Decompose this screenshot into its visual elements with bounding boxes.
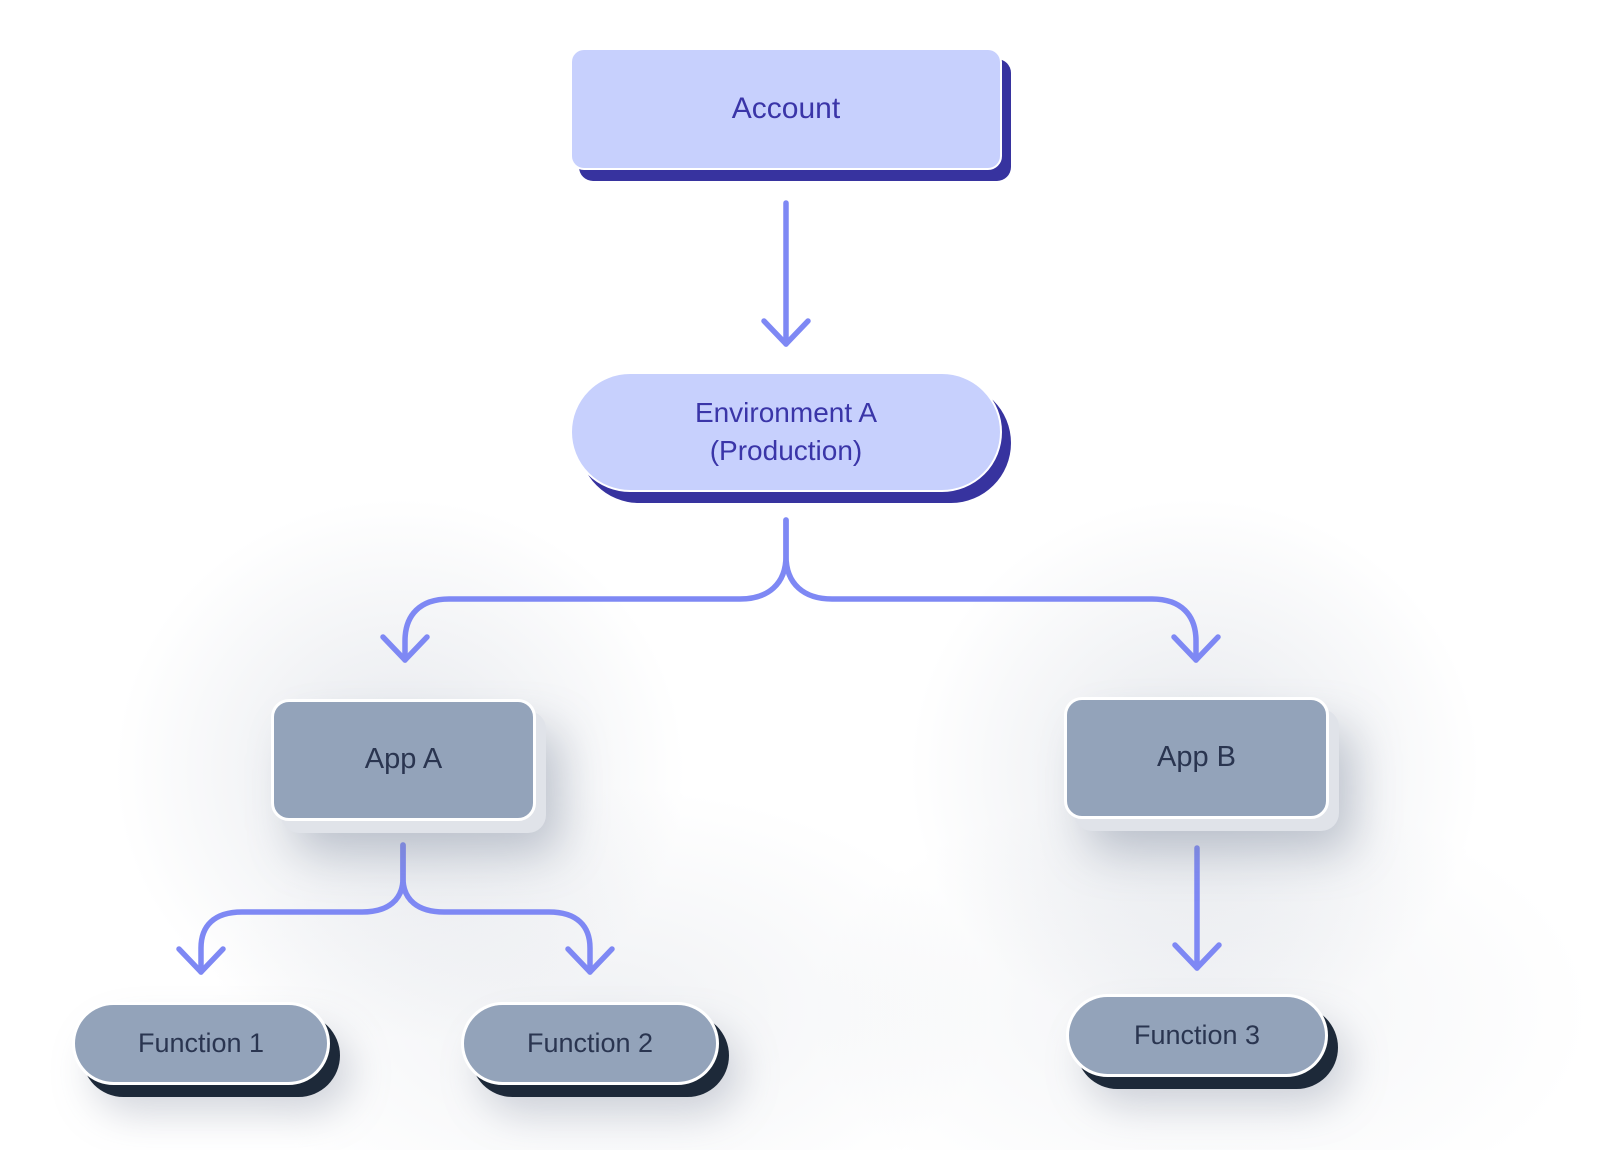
arrowhead-icon (1171, 634, 1221, 663)
node-account: Account (570, 48, 1002, 170)
edge-app-b-function-3 (1172, 845, 1222, 971)
arrowhead-icon (380, 634, 430, 663)
edge-line (198, 842, 406, 975)
arrowhead-icon (1172, 942, 1222, 971)
node-sublabel: (Production) (709, 435, 863, 466)
node-label: Function 3 (1133, 1020, 1261, 1051)
node-function-3: Function 3 (1066, 994, 1328, 1077)
edge-environment-app-a (380, 517, 789, 663)
node-label: Function 2 (526, 1028, 654, 1059)
node-environment: Environment A (Production) (570, 372, 1002, 492)
node-label: App A (364, 743, 443, 776)
arrowhead-icon (761, 318, 811, 347)
node-app-b: App B (1064, 697, 1329, 819)
edge-line (400, 842, 593, 975)
edge-environment-app-b (783, 517, 1221, 663)
arrowhead-icon (565, 946, 615, 975)
edge-app-a-function-2 (400, 842, 615, 975)
node-label: App B (1157, 741, 1236, 774)
edge-line (402, 517, 789, 663)
node-function-2: Function 2 (461, 1002, 719, 1085)
node-app-a: App A (271, 699, 536, 821)
node-label: Account (731, 91, 841, 125)
arrowhead-icon (176, 946, 226, 975)
edge-app-a-function-1 (176, 842, 406, 975)
node-label: Function 1 (137, 1028, 265, 1059)
node-function-1: Function 1 (72, 1002, 330, 1085)
node-label: Environment A (694, 397, 878, 429)
edge-account-environment (761, 200, 811, 347)
edge-line (783, 517, 1199, 663)
